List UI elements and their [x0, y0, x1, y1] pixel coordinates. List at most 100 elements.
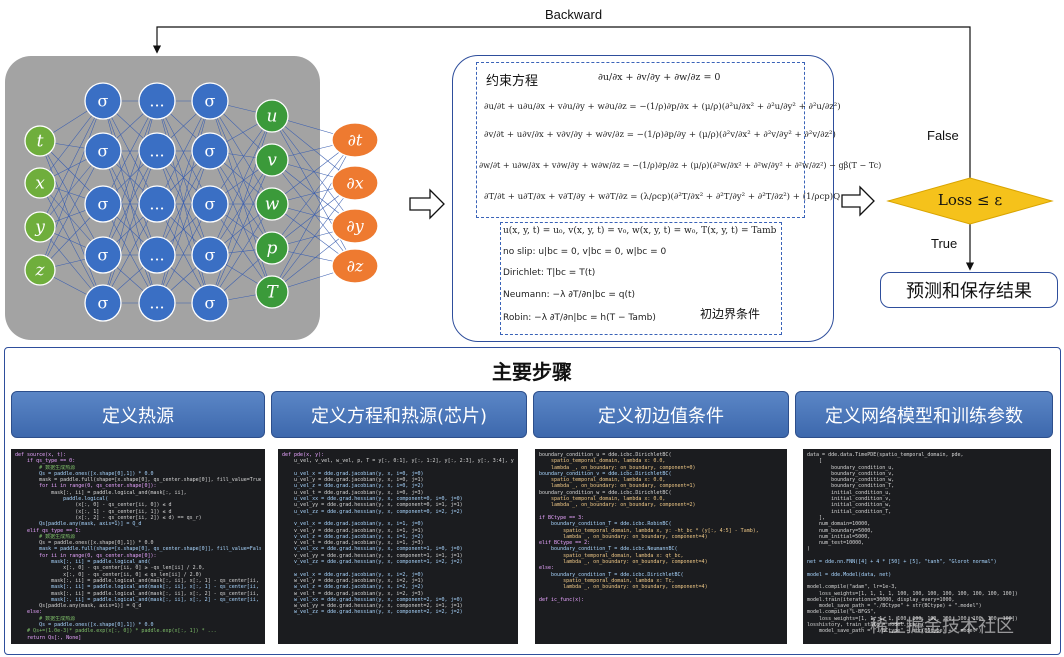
hidden-node-layer1-label: σ: [98, 142, 109, 161]
code-line: spatio_temporal_domain, lambda x: 0.0,: [539, 458, 666, 465]
equations-panel: [452, 55, 834, 342]
code-line: ],: [807, 514, 826, 521]
network-connection: [39, 100, 104, 271]
true-label: True: [931, 236, 958, 251]
hidden-node-layer1-label: σ: [98, 294, 109, 313]
input-node-label: y: [34, 218, 45, 238]
hidden-node-layer1: [84, 284, 122, 322]
code-line: v_vel_xx = dde.grad.hessian(y, x, compon…: [282, 546, 463, 553]
code-line: w_vel_x = dde.grad.jacobian(y, x, i=2, j…: [282, 571, 424, 578]
hollow-arrow-2: [841, 185, 875, 217]
code-line: u_vel_yy = dde.grad.hessian(y, x, compon…: [282, 502, 463, 509]
network-connection: [209, 150, 273, 249]
code-line: w_vel_zz = dde.grad.hessian(y, x, compon…: [282, 609, 463, 616]
input-node-label: t: [37, 132, 44, 152]
hidden-node-layer1: [84, 82, 122, 120]
network-connection: [271, 182, 356, 293]
code-line: loss_weights=[1, 1, 1, 1, 100, 100, 100,…: [807, 590, 1018, 597]
code-line: v_vel_yy = dde.grad.hessian(y, x, compon…: [282, 552, 463, 559]
code-line: mask[:, ii] = paddle.logical_and(mask[:,…: [51, 596, 259, 603]
code-line: v_vel_t = dde.grad.jacobian(y, x, i=1, j…: [282, 540, 424, 547]
network-connection: [156, 100, 211, 256]
step-header-boundary: 定义初边值条件: [533, 391, 789, 438]
code-line: mask[:, ii] = paddle.logical_and(: [15, 559, 151, 566]
network-connection: [271, 139, 356, 293]
code-line: v_vel_x = dde.grad.jacobian(y, x, i=1, j…: [282, 521, 424, 528]
code-line: model.train(iterations=30000, display_ev…: [807, 596, 955, 603]
equations-title: 约束方程: [486, 74, 539, 89]
code-line: mask[:, ii] = paddle.logical_and(mask[:,…: [51, 584, 259, 591]
code-line: loss_weights=[1, 1, 1, 1, 100, 100, 100,…: [807, 615, 1018, 622]
code-line: model_save_path = "./BCtype" + str(BCtyp…: [807, 628, 982, 635]
derivative-node: [331, 122, 379, 158]
code-line: Qs = paddle.ones([x.shape[0],1]) * 0.0: [15, 622, 154, 629]
network-connection: [39, 140, 104, 256]
network-connection: [102, 203, 158, 304]
boundary-label: 初边界条件: [700, 307, 761, 321]
hidden-node-middle: [138, 132, 176, 170]
code-line: initial_condition_u,: [807, 489, 892, 496]
code-line: boundary_condition_T = dde.icbc.NeumannB…: [539, 546, 678, 553]
code-line: num_boundary=5000,: [807, 527, 874, 534]
network-connection: [39, 182, 104, 304]
code-line: w_vel_xx = dde.grad.hessian(y, x, compon…: [282, 596, 463, 603]
hidden-node-layerN-label: σ: [205, 92, 216, 111]
code-line: num_test=10000,: [807, 540, 865, 547]
code-line: u_vel_x = dde.grad.jacobian(y, x, i=0, j…: [282, 470, 424, 477]
code-line: mask[:, ii] = paddle.logical_and(mask[:,…: [51, 590, 259, 597]
code-line: (x[:, 2] - qs_center[ii, 2]) ≤ d) == qs_…: [15, 514, 202, 521]
network-connection: [209, 115, 273, 256]
code-line: spatio_temporal_domain, lambda x: 0.0,: [539, 477, 666, 484]
code-line: model_save_path = "./BCtype" + str(BCtyp…: [807, 603, 982, 610]
network-connection: [39, 100, 104, 228]
hidden-node-layerN-label: σ: [205, 246, 216, 265]
code-line: v_vel_zz = dde.grad.hessian(y, x, compon…: [282, 559, 463, 566]
initial-condition: u(x, y, t) = u₀, v(x, y, t) = v₀, w(x, y…: [503, 226, 777, 236]
code-line: # 数据生成热源: [15, 464, 76, 471]
robin-condition: Robin: −λ ∂T/∂n|bc = h(T − Tamb): [503, 313, 656, 323]
hidden-node-layerN: [191, 132, 229, 170]
code-panel-boundary: boundary_condition_u = dde.icbc.Dirichle…: [535, 449, 787, 644]
code-line: if BCtype == 3:: [539, 514, 585, 521]
watermark: 稀土掘金技术社区: [870, 616, 1014, 637]
code-line: boundary_condition_u,: [807, 464, 895, 471]
code-line: if qs_type == 0:: [15, 458, 76, 465]
code-line: v_vel_z = dde.grad.jacobian(y, x, i=1, j…: [282, 533, 424, 540]
backward-label: Backward: [545, 7, 603, 22]
derivative-node-label: ∂x: [346, 174, 363, 193]
code-line: boundary_condition_v = dde.icbc.Dirichle…: [539, 470, 672, 477]
network-connection: [39, 140, 104, 304]
hidden-node-layer1-label: σ: [98, 92, 109, 111]
input-node-label: z: [35, 261, 46, 281]
hidden-node-middle-label: ...: [149, 142, 164, 161]
network-connection: [156, 203, 211, 304]
hidden-node-middle-label: ...: [149, 294, 164, 313]
hidden-node-layer1: [84, 132, 122, 170]
output-node: [255, 275, 289, 309]
code-line: spatio_temporal_domain, lambda x: 0.0,: [539, 496, 666, 503]
input-node: [24, 254, 56, 286]
network-connection: [209, 203, 273, 304]
code-line: elif BCtype == 2:: [539, 540, 591, 547]
dirichlet-condition: Dirichlet: T|bc = T(t): [503, 268, 596, 278]
code-line: u_vel_xx = dde.grad.hessian(y, x, compon…: [282, 496, 463, 503]
code-line: initial_condition_T,: [807, 508, 892, 515]
momentum-w-equation: ∂w/∂t + u∂w/∂x + v∂w/∂y + w∂w/∂z = −(1/ρ…: [479, 160, 882, 170]
decision-diamond: [886, 177, 1054, 225]
code-line: Qs = paddle.ones([x.shape[0],1]) * 0.0: [15, 470, 154, 477]
network-connection: [271, 159, 356, 267]
code-panel-heat-source: def source(x, t): if qs_type == 0: # 数据生…: [11, 449, 265, 644]
hidden-node-layer1-label: σ: [98, 246, 109, 265]
hidden-node-layerN: [191, 185, 229, 223]
network-connection: [209, 150, 273, 293]
code-line: num_domain=10000,: [807, 521, 871, 528]
network-connection: [102, 150, 158, 304]
network-connection: [271, 139, 356, 249]
derivative-node-label: ∂t: [348, 131, 363, 150]
code-line: w_vel_t = dde.grad.jacobian(y, x, i=2, j…: [282, 590, 424, 597]
no-slip-condition: no slip: u|bc = 0, v|bc = 0, w|bc = 0: [503, 247, 667, 257]
code-line: mask[:, ii] = paddle.logical_and(mask[:,…: [15, 489, 187, 496]
input-node-label: x: [35, 174, 45, 194]
code-line: losshistory, train_state = model.train(: [807, 622, 925, 629]
code-line: # 数据生成热源: [15, 533, 76, 540]
